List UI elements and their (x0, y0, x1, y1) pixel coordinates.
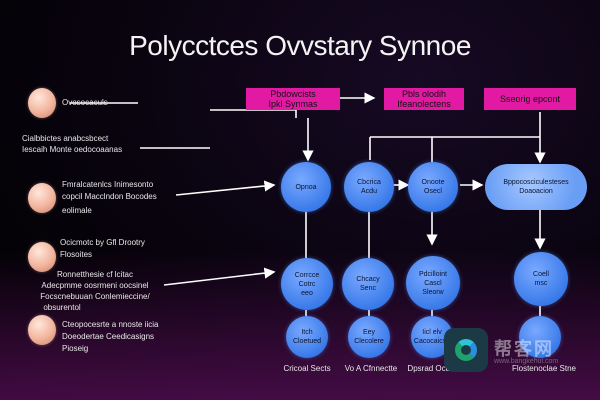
flow-node-label: Chcacy (356, 276, 380, 283)
bottom-label: Vo A Cfnnectte (344, 364, 398, 373)
flow-node-label: Cbcrica (357, 179, 381, 186)
flow-node: Coell msc (514, 252, 568, 306)
flow-pill-label: Doaoacion (519, 188, 553, 195)
left-label-5b: Adecpmme oosrmeni oocsinel (41, 281, 149, 290)
flow-pill-label: Bppocosciculesteses (503, 179, 569, 186)
left-label-5d: obsurentol (43, 303, 81, 312)
flow-node-label: Cacocaicse (413, 338, 451, 345)
process-box-1-line2: Ipkl Synmas (268, 99, 318, 109)
flow-node-label: eeo (301, 289, 313, 297)
flow-node-label: Itch (301, 329, 313, 336)
process-box-2-line1: Pbls olodih (401, 89, 447, 99)
flow-node (519, 316, 561, 358)
flow-node-label: Coell (533, 271, 549, 278)
cell-icon (28, 315, 56, 345)
process-box-2: Pbls olodih Ifeanolectens (384, 88, 464, 110)
left-label-6a: Cteopocesrte a nnoste iicia (62, 320, 159, 329)
left-label-3c: eolimale (62, 206, 92, 215)
flow-node: Cbcrica Acdu (344, 162, 394, 212)
left-label-5a: Ronnetthesie cf lcitac (56, 270, 134, 279)
left-label-2a: Cialbbictes anabcsbcect (22, 134, 109, 143)
cell-icon (28, 183, 56, 213)
flow-node-label: Sleorw (422, 288, 444, 296)
flow-node-label: Onoote (421, 179, 445, 186)
flow-node-label: Cascl (424, 279, 442, 287)
flow-node-label: Acdu (361, 188, 377, 195)
flow-node-label: Corrcce (294, 271, 320, 279)
process-box-1: Pbdowcists Ipkl Synmas (246, 88, 340, 110)
flow-node-label: Cloetued (292, 338, 322, 345)
flow-node-label: Clecolere (354, 338, 384, 345)
flow-node-label: Cotrc (298, 280, 316, 288)
cell-icon (28, 88, 56, 118)
process-box-1-line1: Pbdowcists (270, 89, 316, 99)
flow-node: Onoote Osecl (408, 162, 458, 212)
bottom-label: Cricoal Sects (283, 364, 331, 373)
watermark-subtext: www.bangkehui.com (494, 358, 559, 365)
process-box-2-line2: Ifeanolectens (397, 99, 451, 109)
bottom-label: Flostenoclae Stne (511, 364, 577, 373)
flow-node-label: Senc (360, 285, 376, 292)
bottom-label: Dpsrad Ocdas (407, 364, 459, 373)
flow-node: Eey Clecolere (348, 316, 390, 358)
left-label-5c: Focscnebuuan Conlemieccine/ (40, 292, 150, 301)
left-label-2b: Iescaih Monte oedocoaanas (22, 145, 123, 154)
cell-icon (28, 242, 56, 272)
left-label-4a: Ocicmotc by Gfl Drootry (60, 238, 145, 247)
watermark-logo-icon (444, 328, 488, 372)
flow-node: Chcacy Senc (342, 258, 394, 310)
left-label-6c: Pioseig (62, 344, 89, 353)
left-label-3b: copcil Macclndon Bocodes (62, 192, 157, 201)
watermark-text: 帮客网 (494, 339, 554, 359)
flow-node: Pdcilloint Cascl Sleorw (406, 256, 460, 310)
process-box-3: Sseorig epcont (484, 88, 576, 110)
flow-node: Opnoa (281, 162, 331, 212)
left-label-4b: Flosoites (60, 250, 93, 259)
flow-node-label: Osecl (424, 188, 442, 195)
flow-pill-node: Bppocosciculesteses Doaoacion (485, 164, 587, 210)
input-arrow-2 (163, 267, 276, 286)
flow-node-label: Eey (362, 329, 376, 336)
diagram-title: Polycctces Ovvstary Synnoe (129, 30, 471, 61)
input-arrow-1 (175, 180, 276, 196)
flow-node-label: msc (534, 280, 548, 287)
left-label-3a: Fmralcatenlcs Inimesonto (62, 180, 154, 189)
flow-node-label: Opnoa (295, 183, 317, 191)
left-label-6b: Doeodertae Ceedicasigns (62, 332, 155, 341)
flow-node: Itch Cloetued (286, 316, 328, 358)
process-box-3-line1: Sseorig epcont (499, 94, 561, 104)
flow-node: Corrcce Cotrc eeo (281, 258, 333, 310)
flow-node-label: Pdcilloint (418, 270, 447, 278)
flow-node-label: Iicl elv (422, 329, 442, 336)
left-label-1: Ovosocaculs (62, 98, 108, 107)
